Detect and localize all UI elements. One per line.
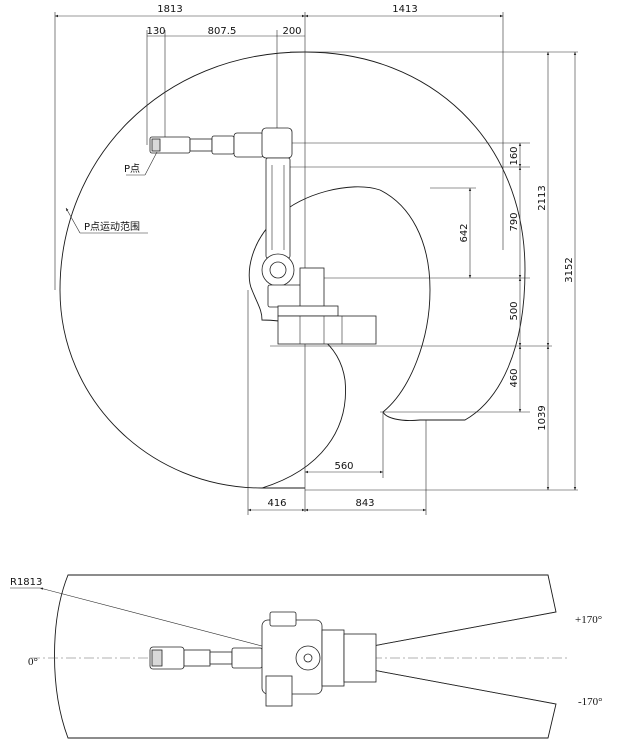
r1813-label: R1813 <box>10 577 42 588</box>
dim-807-5-label: 807.5 <box>208 26 237 37</box>
dim-642-label: 642 <box>459 223 470 242</box>
p-point-label: P点 <box>124 163 140 175</box>
dim-843-label: 843 <box>355 498 374 509</box>
p-range-label: P点运动范围 <box>84 220 140 233</box>
angle-pos-label: +170° <box>575 614 602 626</box>
dim-200-label: 200 <box>282 26 301 37</box>
dim-2113-label: 2113 <box>537 185 548 210</box>
top-view: R1813 0° +170° -170° <box>10 574 603 739</box>
angle-neg-label: -170° <box>578 696 603 708</box>
dim-1413-label: 1413 <box>392 4 417 15</box>
top-view-envelope <box>54 574 557 739</box>
robot-side-view <box>149 127 377 345</box>
outer-reach-envelope <box>59 51 526 489</box>
dim-1039-label: 1039 <box>537 405 548 430</box>
dim-1813-label: 1813 <box>157 4 182 15</box>
dim-460-label: 460 <box>509 368 520 387</box>
side-view: 1813 1413 130 807.5 200 160 790 500 460 … <box>54 4 578 515</box>
robot-top-view <box>149 611 377 707</box>
dim-500-label: 500 <box>509 301 520 320</box>
angle-zero-label: 0° <box>28 656 38 668</box>
dim-130-label: 130 <box>146 26 165 37</box>
dim-416-label: 416 <box>267 498 286 509</box>
dim-790-label: 790 <box>509 212 520 231</box>
dim-160-label: 160 <box>509 146 520 165</box>
dim-560-label: 560 <box>334 461 353 472</box>
dim-3152-label: 3152 <box>564 257 575 282</box>
